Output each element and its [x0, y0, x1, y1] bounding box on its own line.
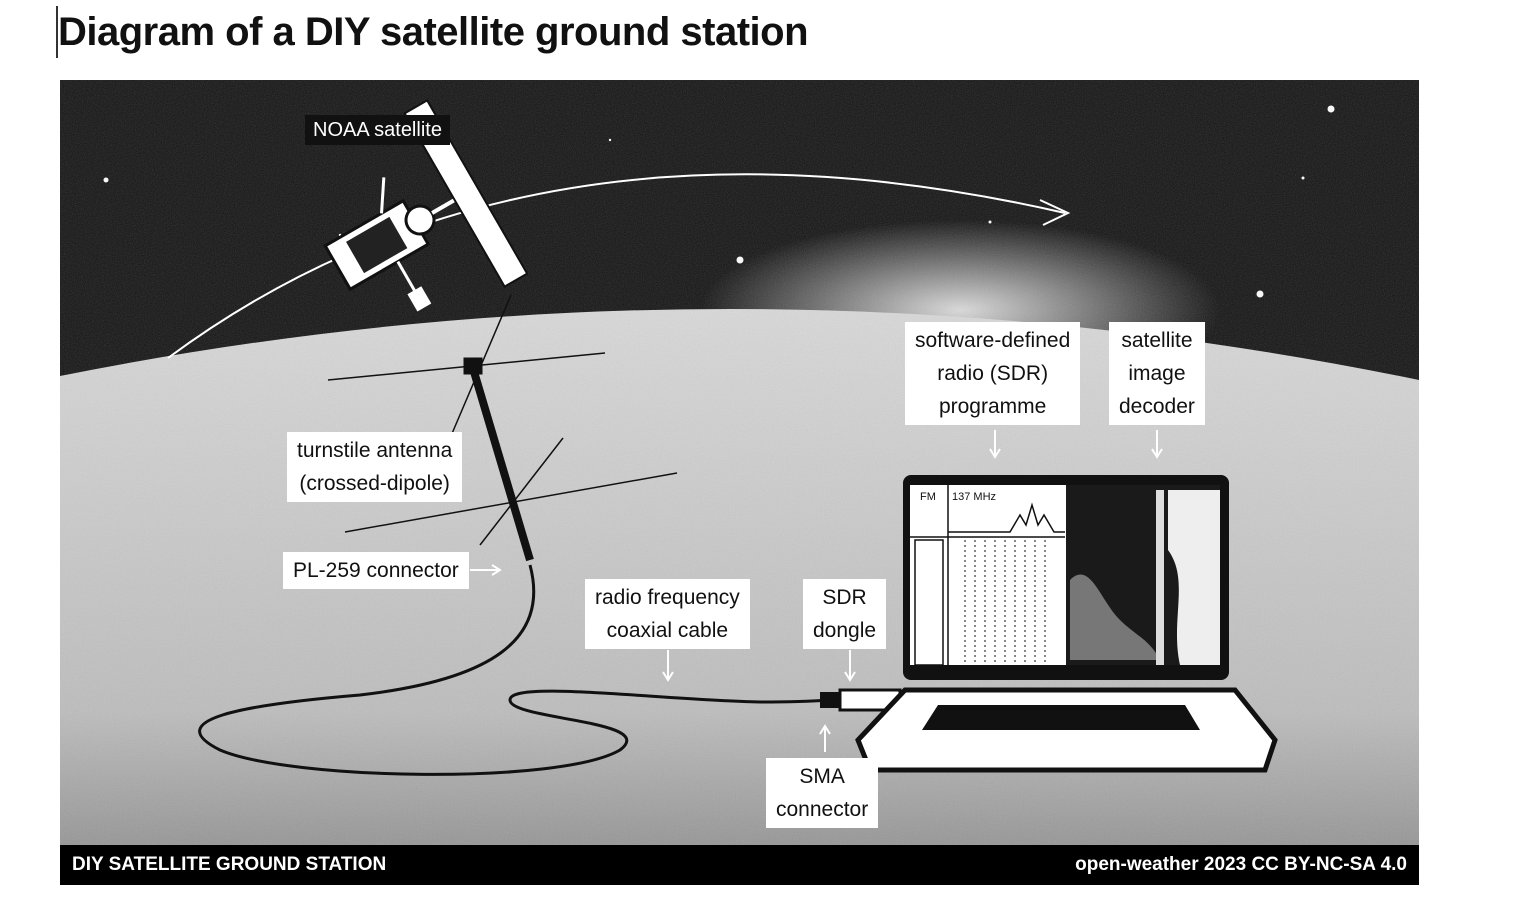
coax-cable-drawing [198, 564, 831, 776]
label-line: connector [776, 798, 869, 821]
label-line: dongle [813, 619, 877, 642]
orbit-arc [167, 173, 1066, 359]
label-line: coaxial cable [606, 619, 729, 642]
footer-credit: open-weather 2023 CC BY-NC-SA 4.0 [1075, 854, 1407, 875]
diagram-footer: DIY SATELLITE GROUND STATION open-weathe… [60, 845, 1419, 885]
label-line: (crossed-dipole) [299, 472, 450, 495]
label-line: software-defined [915, 329, 1071, 352]
orbit-arrowhead [1039, 199, 1071, 226]
screen-frequency-text: 137 MHz [952, 491, 996, 503]
label-sdr-programme: software-defined radio (SDR) programme [905, 322, 1081, 425]
label-pl259-connector: PL-259 connector [283, 552, 469, 589]
footer-title: DIY SATELLITE GROUND STATION [72, 854, 387, 875]
label-line: SMA [799, 765, 845, 788]
label-line: radio frequency [595, 586, 740, 609]
label-noaa-satellite: NOAA satellite [305, 115, 450, 145]
satellite-drawing [323, 99, 529, 312]
label-line: programme [938, 395, 1047, 418]
diagram-illustration: FM 137 MHz [60, 80, 1419, 885]
label-arrows [470, 430, 1163, 752]
laptop-drawing [855, 475, 1278, 773]
label-sdr-dongle: SDR dongle [803, 579, 887, 649]
label-sma-connector: SMA connector [766, 758, 879, 828]
label-line: satellite [1121, 329, 1193, 352]
label-line: SDR [822, 586, 867, 609]
screen-mode-text: FM [920, 491, 936, 503]
sdr-dongle-drawing [820, 688, 902, 712]
page-title: Diagram of a DIY satellite ground statio… [56, 6, 809, 58]
label-rf-coaxial-cable: radio frequency coaxial cable [585, 579, 750, 649]
label-image-decoder: satellite image decoder [1109, 322, 1205, 425]
label-line: decoder [1119, 395, 1195, 418]
label-line: turnstile antenna [297, 439, 453, 462]
diagram-figure: FM 137 MHz NOAA satellite turnstile ante… [60, 80, 1419, 885]
label-line: image [1128, 362, 1186, 385]
label-line: radio (SDR) [937, 362, 1049, 385]
turnstile-antenna-drawing [327, 294, 678, 562]
label-turnstile-antenna: turnstile antenna (crossed-dipole) [287, 432, 463, 502]
